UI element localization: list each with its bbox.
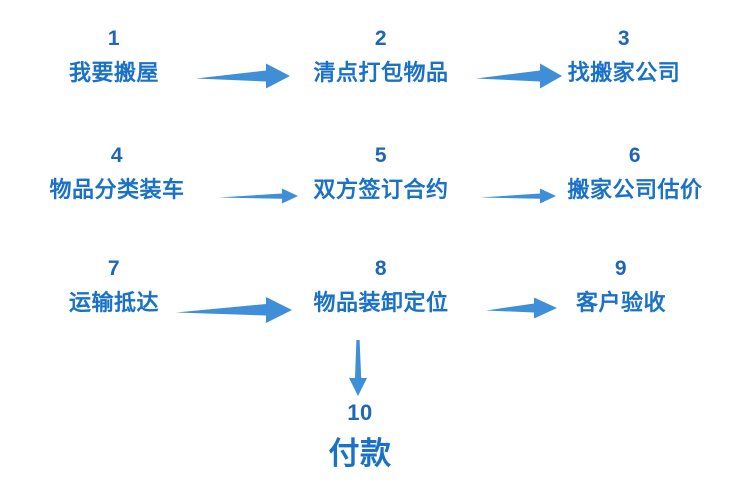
step-node-4[interactable]: 4 物品分类装车 bbox=[49, 145, 184, 201]
step-label-5: 双方签订合约 bbox=[313, 177, 449, 202]
arrow-right-icon-2-3 bbox=[476, 63, 562, 89]
step-label-8: 物品装卸定位 bbox=[313, 290, 449, 315]
step-label-10: 付款 bbox=[328, 436, 392, 471]
step-label-1: 我要搬屋 bbox=[68, 60, 160, 85]
step-label-9: 客户验收 bbox=[575, 290, 667, 315]
arrow-right-icon-5-6 bbox=[480, 188, 556, 204]
step-number-7: 7 bbox=[107, 257, 121, 280]
step-number-6: 6 bbox=[628, 144, 642, 167]
arrow-right-icon-1-2 bbox=[196, 63, 290, 89]
step-node-2[interactable]: 2 清点打包物品 bbox=[313, 28, 448, 84]
step-number-5: 5 bbox=[374, 144, 388, 167]
step-node-6[interactable]: 6 搬家公司估价 bbox=[567, 145, 702, 201]
step-node-9[interactable]: 9 客户验收 bbox=[576, 258, 666, 314]
step-label-7: 运输抵达 bbox=[68, 290, 160, 315]
step-number-9: 9 bbox=[614, 257, 628, 280]
step-label-4: 物品分类装车 bbox=[49, 177, 185, 202]
step-node-8[interactable]: 8 物品装卸定位 bbox=[313, 258, 448, 314]
arrow-right-icon-8-9 bbox=[486, 297, 557, 319]
arrow-right-icon-4-5 bbox=[218, 188, 298, 204]
step-label-2: 清点打包物品 bbox=[313, 60, 449, 85]
step-node-10[interactable]: 10 付款 bbox=[328, 400, 392, 471]
step-node-7[interactable]: 7 运输抵达 bbox=[69, 258, 159, 314]
step-node-3[interactable]: 3 找搬家公司 bbox=[568, 28, 681, 84]
step-node-1[interactable]: 1 我要搬屋 bbox=[69, 28, 159, 84]
step-number-3: 3 bbox=[617, 27, 631, 50]
arrow-down-icon-8-10 bbox=[349, 340, 367, 396]
step-label-6: 搬家公司估价 bbox=[567, 177, 703, 202]
step-number-4: 4 bbox=[110, 144, 124, 167]
step-number-1: 1 bbox=[107, 27, 121, 50]
step-number-2: 2 bbox=[374, 27, 388, 50]
step-number-10: 10 bbox=[347, 400, 373, 425]
arrow-right-icon-7-8 bbox=[176, 297, 292, 323]
step-number-8: 8 bbox=[374, 257, 388, 280]
step-node-5[interactable]: 5 双方签订合约 bbox=[313, 145, 448, 201]
step-label-3: 找搬家公司 bbox=[567, 60, 681, 85]
